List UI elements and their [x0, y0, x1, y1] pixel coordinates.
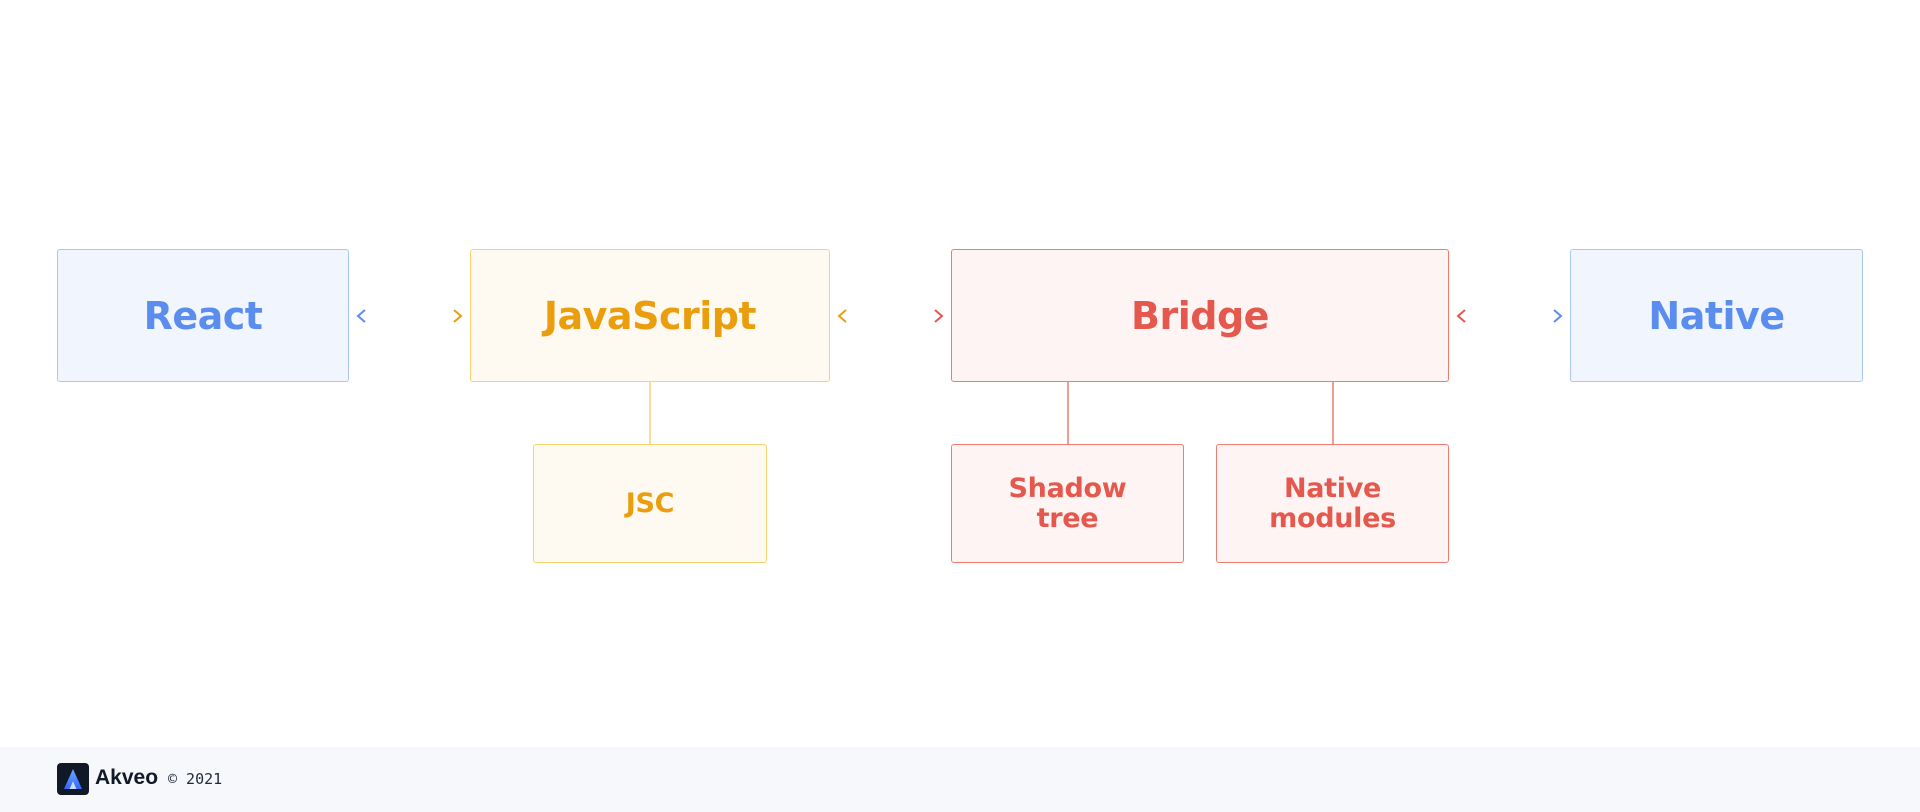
node-native-modules: Native modules: [1216, 444, 1449, 563]
node-jsc: JSC: [533, 444, 767, 563]
footer: Akveo © 2021: [0, 747, 1920, 812]
copyright-text: © 2021: [168, 770, 223, 788]
node-native: Native: [1570, 249, 1863, 382]
arrowhead-left-icon: [837, 309, 847, 323]
arrowhead-right-icon: [453, 309, 463, 323]
edge-react-javascript: [356, 309, 463, 323]
node-bridge: Bridge: [951, 249, 1449, 382]
arrowhead-left-icon: [356, 309, 366, 323]
arrowhead-left-icon: [1456, 309, 1466, 323]
node-javascript: JavaScript: [470, 249, 830, 382]
node-shadow-tree: Shadow tree: [951, 444, 1184, 563]
edge-javascript-bridge: [837, 309, 944, 323]
edge-bridge-native: [1456, 309, 1563, 323]
node-react: React: [57, 249, 349, 382]
arrowhead-right-icon: [1553, 309, 1563, 323]
arrowhead-right-icon: [934, 309, 944, 323]
brand-name[interactable]: Akveo: [95, 766, 159, 789]
akveo-logo-icon[interactable]: [57, 763, 89, 795]
